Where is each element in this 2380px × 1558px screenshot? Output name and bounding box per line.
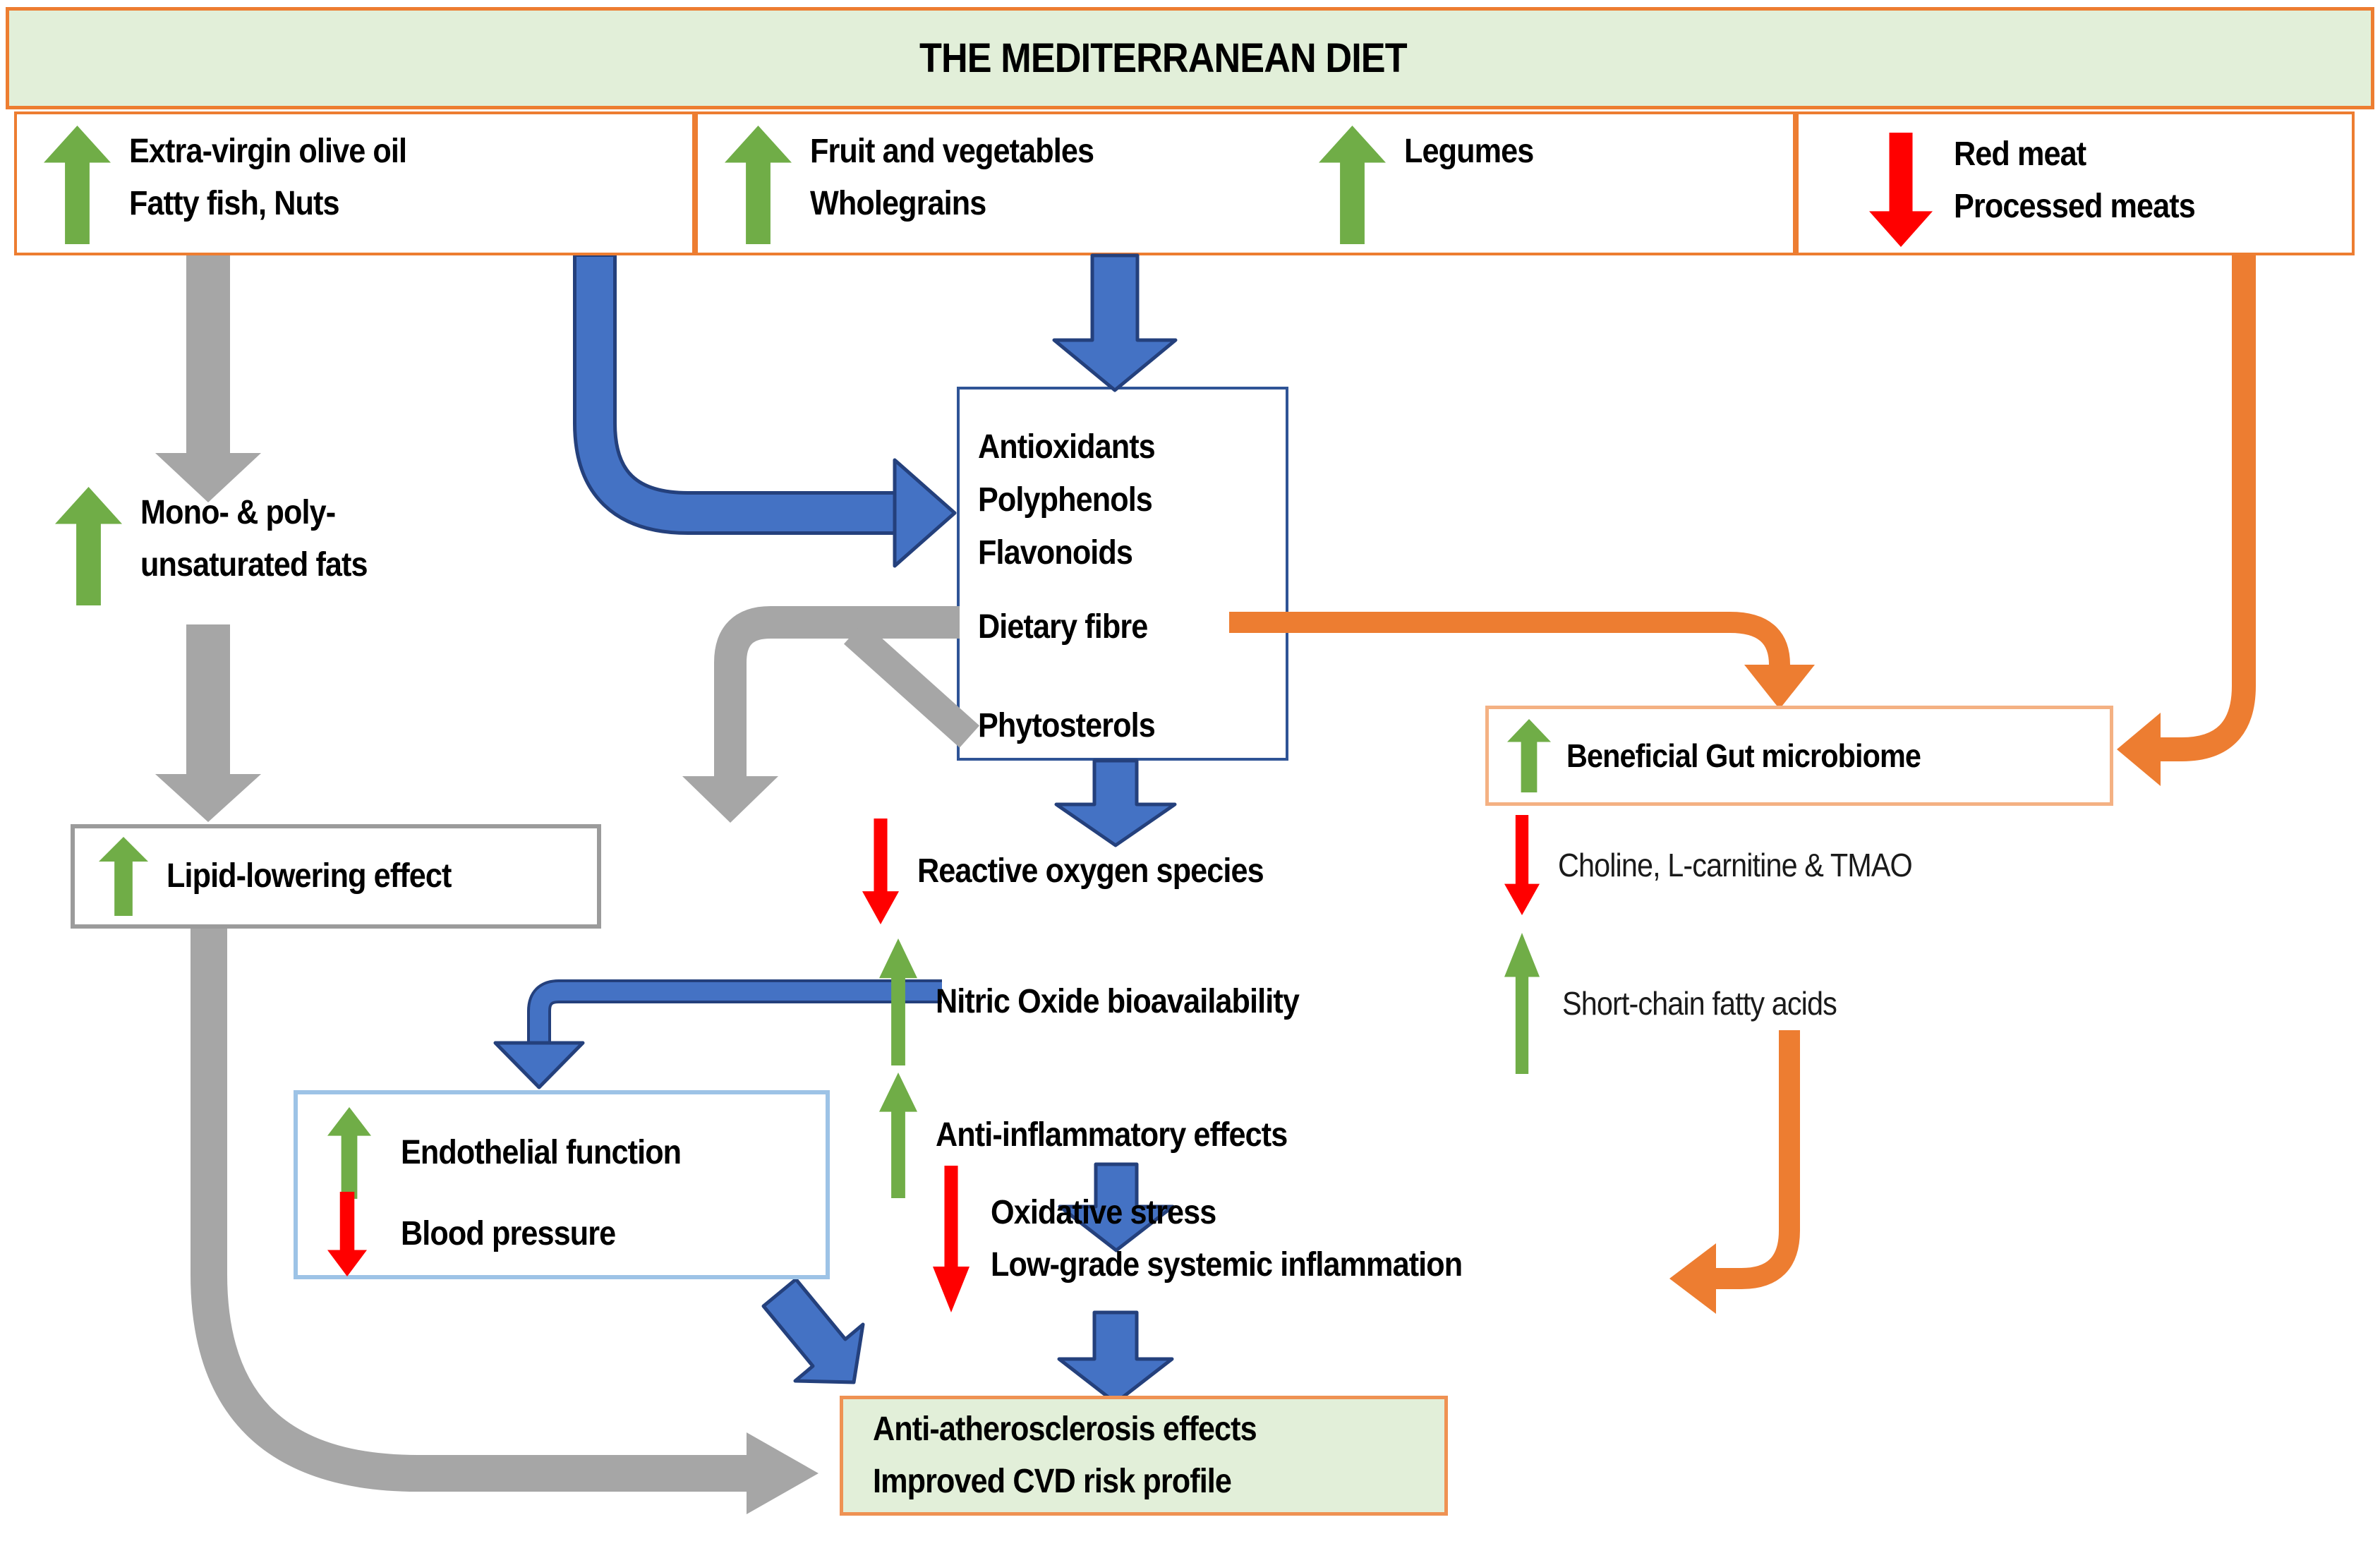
- connector-olive-to-fats: [155, 255, 261, 502]
- oxstress-line1: Oxidative stress: [991, 1194, 1216, 1231]
- antiox-line5: Phytosterols: [978, 707, 1156, 744]
- header-banner: THE MEDITERRANEAN DIET: [6, 7, 2374, 109]
- antiox-line1: Antioxidants: [978, 428, 1156, 466]
- connector-redmeat-to-gut: [2117, 255, 2256, 786]
- arrow-up-icon: [1319, 126, 1386, 244]
- arrow-up-icon: [1504, 933, 1540, 1074]
- choline-row: Choline, L-carnitine & TMAO: [1504, 815, 1952, 915]
- mono-poly-fats-label: Mono- & poly- unsaturated fats: [55, 487, 392, 605]
- arrow-up-icon: [55, 487, 122, 605]
- box-endothelial: Endothelial function Blood pressure: [294, 1090, 830, 1279]
- fruit-line2: Wholegrains: [810, 185, 986, 222]
- legumes-group: Legumes: [1319, 126, 1548, 244]
- redmeat-line2: Processed meats: [1954, 188, 2196, 225]
- arrow-up-icon: [725, 126, 792, 244]
- arrow-down-icon: [862, 819, 899, 924]
- arrow-up-icon: [879, 1073, 917, 1198]
- arrow-up-icon: [1507, 719, 1551, 792]
- oxstress-row: Oxidative stress Low-grade systemic infl…: [933, 1166, 1515, 1312]
- scfa-label: Short-chain fatty acids: [1562, 985, 1837, 1022]
- legumes-label: Legumes: [1404, 133, 1534, 170]
- box-gut-microbiome: Beneficial Gut microbiome: [1485, 706, 2113, 806]
- arrow-down-icon: [933, 1166, 969, 1312]
- arrow-down-icon: [327, 1192, 367, 1276]
- connector-fibre-to-lipid: [682, 606, 980, 823]
- connector-fruit-to-antioxidants: [1052, 253, 1178, 392]
- nitric-label: Nitric Oxide bioavailability: [936, 983, 1300, 1020]
- lipid-label: Lipid-lowering effect: [167, 857, 452, 895]
- endothelial-line1: Endothelial function: [401, 1134, 682, 1171]
- endothelial-line2: Blood pressure: [401, 1215, 616, 1252]
- box-antioxidants: Antioxidants Polyphenols Flavonoids Diet…: [957, 387, 1288, 761]
- mono-line2: unsaturated fats: [140, 546, 368, 584]
- fruit-line1: Fruit and vegetables: [810, 133, 1094, 170]
- arrow-up-icon: [879, 938, 917, 1065]
- box-outcome: Anti-atherosclerosis effects Improved CV…: [840, 1396, 1448, 1516]
- arrow-down-icon: [1869, 133, 1933, 247]
- antiinflam-row: Anti-inflammatory effects: [879, 1073, 1327, 1198]
- nitric-row: Nitric Oxide bioavailability: [879, 938, 1339, 1065]
- connector-fibre-to-gut: [1229, 612, 1815, 709]
- ros-label: Reactive oxygen species: [917, 852, 1264, 890]
- antiox-line4: Dietary fibre: [978, 608, 1148, 646]
- connector-fats-to-lipid: [155, 624, 261, 822]
- olive-line2: Fatty fish, Nuts: [129, 185, 340, 222]
- box-fruit-veg: Fruit and vegetables Wholegrains Legumes: [695, 111, 1796, 255]
- arrow-up-icon: [327, 1107, 371, 1199]
- choline-label: Choline, L-carnitine & TMAO: [1558, 847, 1913, 883]
- arrow-up-icon: [44, 126, 111, 244]
- connector-nitric-to-endothelial: [493, 979, 942, 1089]
- arrow-up-icon: [99, 837, 148, 916]
- mono-line1: Mono- & poly-: [140, 494, 336, 531]
- connector-endothelial-to-outcome: [761, 1277, 865, 1384]
- outcome-line1: Anti-atherosclerosis effects: [873, 1411, 1257, 1448]
- arrow-down-icon: [1504, 815, 1540, 915]
- scfa-row: Short-chain fatty acids: [1504, 933, 1867, 1074]
- oxstress-line2: Low-grade systemic inflammation: [991, 1246, 1463, 1284]
- redmeat-line1: Red meat: [1954, 135, 2086, 173]
- antiinflam-label: Anti-inflammatory effects: [936, 1116, 1288, 1154]
- outcome-line2: Improved CVD risk profile: [873, 1463, 1232, 1500]
- box-olive-oil: Extra-virgin olive oil Fatty fish, Nuts: [14, 111, 695, 255]
- ros-row: Reactive oxygen species: [862, 819, 1302, 924]
- antiox-line2: Polyphenols: [978, 481, 1153, 519]
- connector-olive-to-antioxidants: [573, 255, 957, 568]
- connector-oxstress-to-outcome: [1057, 1310, 1174, 1405]
- box-red-meat: Red meat Processed meats: [1796, 111, 2355, 255]
- diagram-title: THE MEDITERRANEAN DIET: [919, 35, 1408, 81]
- antiox-line3: Flavonoids: [978, 534, 1133, 572]
- box-lipid-lowering: Lipid-lowering effect: [71, 824, 601, 929]
- gut-label: Beneficial Gut microbiome: [1566, 737, 1921, 774]
- olive-line1: Extra-virgin olive oil: [129, 133, 407, 170]
